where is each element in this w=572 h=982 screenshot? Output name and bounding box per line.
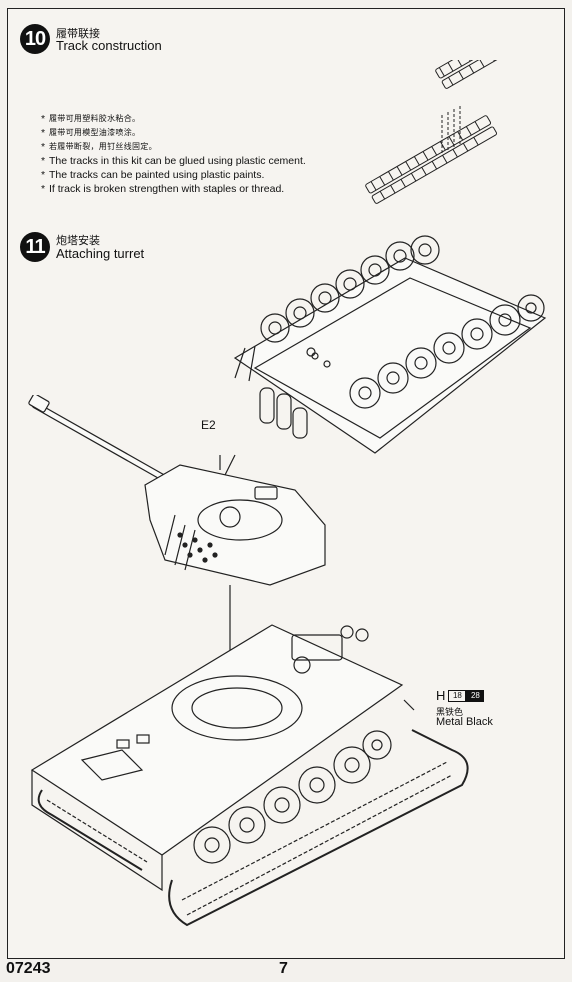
step-10-notes: *履带可用塑料胶水粘合。 *履带可用模型油漆喷涂。 *若履带断裂，用钉丝线固定。…: [40, 112, 306, 196]
step-10-title-en: Track construction: [56, 38, 162, 53]
note-item: *The tracks in this kit can be glued usi…: [40, 155, 306, 167]
turret-illustration: [28, 395, 326, 586]
note-item: *若履带断裂，用钉丝线固定。: [40, 141, 157, 153]
step-11-title-cn: 炮塔安装: [56, 235, 100, 247]
page-number: 7: [279, 960, 288, 977]
step-11-title-en: Attaching turret: [56, 246, 145, 261]
step-10-number: 10: [20, 24, 50, 54]
paint-name-en: Metal Black: [436, 716, 493, 728]
hull-bottom-illustration: [233, 235, 547, 454]
step-11-number: 11: [20, 232, 50, 262]
paint-code-2: 28: [466, 689, 485, 702]
paint-code-letter: H: [436, 688, 446, 703]
part-label-e2: E2: [201, 418, 216, 432]
track-links-illustration: [365, 60, 542, 204]
note-item: *履带可用塑料胶水粘合。: [40, 113, 141, 125]
paint-name-cn: 黑铁色: [436, 707, 464, 717]
paint-code-1: 18: [448, 689, 467, 702]
paint-code-box: H 18 28: [436, 688, 485, 703]
tank-hull-illustration: [30, 624, 469, 927]
step-10-title-cn: 履带联接: [56, 28, 100, 40]
step-10-panel: [7, 8, 565, 220]
note-item: *履带可用模型油漆喷涂。: [40, 127, 141, 139]
note-item: *The tracks can be painted using plastic…: [40, 169, 265, 181]
product-code: 07243: [6, 960, 51, 977]
note-item: *If track is broken strengthen with stap…: [40, 183, 285, 195]
